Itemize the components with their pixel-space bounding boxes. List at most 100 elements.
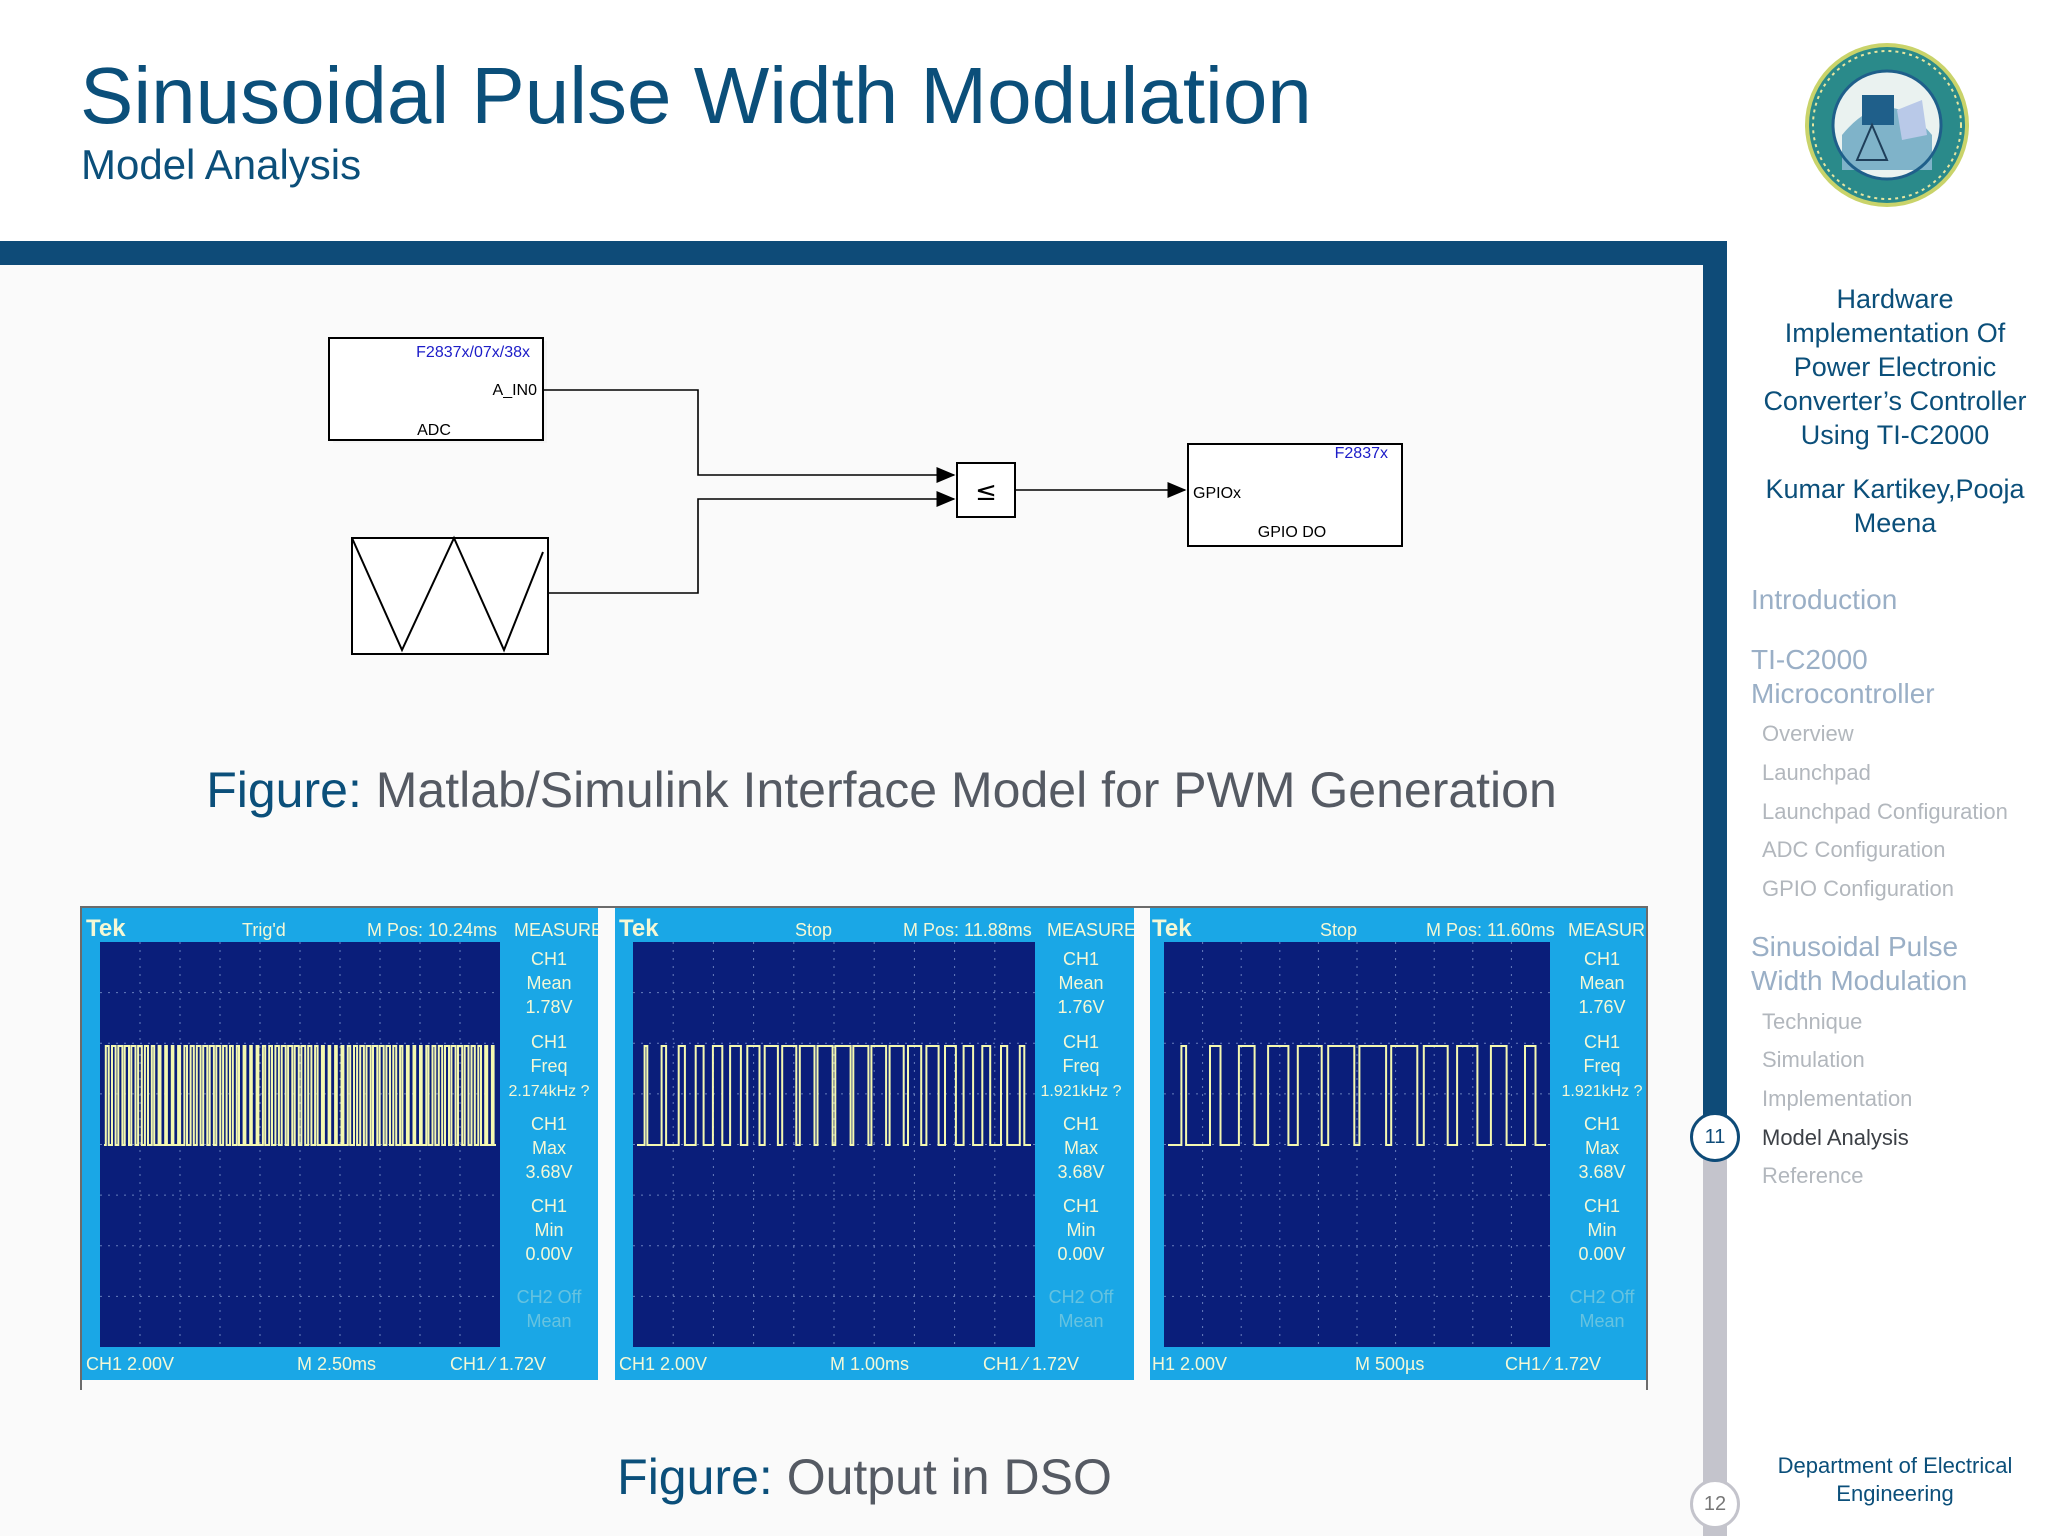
measure-2-type: Freq: [530, 1056, 567, 1076]
measure-1-ch: CH1: [1584, 949, 1620, 969]
scope-timebase: M 2.50ms: [297, 1354, 376, 1374]
measure-5-type: Mean: [1579, 1311, 1624, 1331]
figure-caption-simulink: Figure: Matlab/Simulink Interface Model …: [80, 765, 1683, 815]
nav-item-adc-configuration[interactable]: ADC Configuration: [1762, 837, 1946, 862]
measure-5-type: Mean: [1058, 1311, 1103, 1331]
measure-3-type: Max: [1585, 1138, 1619, 1158]
gpio-port-label: GPIOx: [1193, 485, 1241, 502]
caption-text: Output in DSO: [786, 1449, 1112, 1505]
adc-block[interactable]: F2837x/07x/38x A_IN0 ADC: [328, 337, 547, 443]
scope-state: Trig'd: [242, 920, 286, 940]
nav-item-overview[interactable]: Overview: [1762, 721, 1854, 746]
presentation-title: Hardware Implementation Of Power Electro…: [1763, 284, 2027, 450]
measure-3-type: Max: [1064, 1138, 1098, 1158]
scope-channel-scale: CH1 2.00V: [619, 1354, 707, 1374]
slide-subtitle: Model Analysis: [81, 141, 362, 188]
scope-trigger: CH1 ⁄ 1.72V: [450, 1354, 546, 1374]
figure-caption-dso: Figure: Output in DSO: [300, 1452, 1429, 1502]
dso-screenshot-2: Tek Stop M Pos: 11.88ms MEASURE CH1 Mean…: [615, 908, 1134, 1380]
scope-state: Stop: [795, 920, 832, 940]
scope-brand: Tek: [86, 915, 126, 942]
measure-2-value: 2.174kHz ?: [509, 1083, 590, 1100]
slide-title: Sinusoidal Pulse Width Modulation: [80, 51, 1312, 140]
scope-mpos: M Pos: 10.24ms: [367, 920, 497, 940]
measure-2-ch: CH1: [531, 1032, 567, 1052]
compare-block[interactable]: ≤: [956, 462, 1016, 518]
pwm-trace: [1168, 1045, 1546, 1146]
nav-section-spwm[interactable]: Sinusoidal Pulse Width Modulation: [1751, 931, 1968, 996]
institute-seal-icon: [1805, 43, 1969, 207]
pwm-trace: [104, 1045, 496, 1146]
scope-state: Stop: [1320, 920, 1357, 940]
carrier-signal-line: [548, 491, 956, 594]
measure-3-ch: CH1: [1584, 1114, 1620, 1134]
nav-item-launchpad[interactable]: Launchpad: [1762, 760, 1871, 785]
carrier-block[interactable]: [351, 535, 549, 655]
scope-mpos: M Pos: 11.60ms: [1426, 920, 1555, 940]
measure-1-type: Mean: [1579, 973, 1624, 993]
measure-5-type: Mean: [526, 1311, 571, 1331]
scope-channel-scale: CH1 2.00V: [86, 1354, 174, 1374]
measure-1-type: Mean: [526, 973, 571, 993]
measure-1-value: 1.78V: [525, 997, 572, 1017]
nav-item-technique[interactable]: Technique: [1762, 1009, 1863, 1034]
nav-item-implementation[interactable]: Implementation: [1762, 1086, 1913, 1111]
measure-5-ch: CH2 Off: [1049, 1287, 1115, 1307]
presentation-authors: Kumar Kartikey,Pooja Meena: [1765, 474, 2025, 538]
scope-frame-right: [1646, 906, 1648, 1390]
scope-brand: Tek: [1152, 915, 1192, 942]
measure-5-ch: CH2 Off: [1570, 1287, 1636, 1307]
measure-1-ch: CH1: [1063, 949, 1099, 969]
caption-label: Figure:: [617, 1449, 773, 1505]
measure-4-value: 0.00V: [1578, 1244, 1625, 1264]
measure-4-value: 0.00V: [525, 1244, 572, 1264]
nav-item-launchpad-configuration[interactable]: Launchpad Configuration: [1762, 799, 2008, 824]
measure-3-value: 3.68V: [1057, 1162, 1104, 1182]
measure-1-ch: CH1: [531, 949, 567, 969]
measure-4-ch: CH1: [1584, 1196, 1620, 1216]
measure-4-type: Min: [1066, 1220, 1095, 1240]
nav-section-ti-c2000[interactable]: TI-C2000 Microcontroller: [1751, 644, 1935, 709]
measure-3-ch: CH1: [1063, 1114, 1099, 1134]
measure-2-type: Freq: [1062, 1056, 1099, 1076]
next-page-indicator[interactable]: 12: [1690, 1479, 1740, 1529]
scope-timebase: M 1.00ms: [830, 1354, 909, 1374]
progress-rail: [1703, 241, 1727, 1536]
nav-section-introduction[interactable]: Introduction: [1751, 584, 1898, 615]
scope-brand: Tek: [619, 915, 659, 942]
gpio-name-label: GPIO DO: [1258, 524, 1326, 541]
adc-port-label: A_IN0: [493, 382, 538, 399]
navigation-sidebar: Hardware Implementation Of Power Electro…: [1745, 0, 2045, 1536]
gpio-block[interactable]: F2837x GPIOx GPIO DO: [1187, 443, 1403, 547]
scope-measure: MEASURE: [1568, 920, 1646, 940]
measure-2-value: 1.921kHz ?: [1041, 1083, 1122, 1100]
scope-channel-scale: H1 2.00V: [1152, 1354, 1227, 1374]
scope-frame-left: [80, 906, 82, 1390]
nav-item-model-analysis[interactable]: Model Analysis: [1762, 1125, 1909, 1150]
header-divider-bar: [0, 241, 1727, 265]
scope-timebase: M 500µs: [1355, 1354, 1424, 1374]
measure-4-type: Min: [1587, 1220, 1616, 1240]
nav-item-reference[interactable]: Reference: [1762, 1163, 1864, 1188]
nav-item-simulation[interactable]: Simulation: [1762, 1047, 1865, 1072]
measure-2-value: 1.921kHz ?: [1562, 1083, 1643, 1100]
measure-5-ch: CH2 Off: [517, 1287, 583, 1307]
caption-label: Figure:: [206, 762, 362, 818]
scope-frame-top: [80, 906, 1648, 908]
measure-3-value: 3.68V: [1578, 1162, 1625, 1182]
nav-item-gpio-configuration[interactable]: GPIO Configuration: [1762, 876, 1954, 901]
measure-4-type: Min: [534, 1220, 563, 1240]
scope-measure: MEASURE: [514, 920, 598, 940]
measure-1-value: 1.76V: [1057, 997, 1104, 1017]
caption-text: Matlab/Simulink Interface Model for PWM …: [375, 762, 1557, 818]
current-page-indicator[interactable]: 11: [1690, 1112, 1740, 1162]
measure-3-value: 3.68V: [525, 1162, 572, 1182]
measure-3-ch: CH1: [531, 1114, 567, 1134]
department-label: Department of Electrical Engineering: [1777, 1453, 2013, 1506]
pwm-trace: [637, 1045, 1031, 1146]
measure-2-ch: CH1: [1584, 1032, 1620, 1052]
dso-screenshot-3: Tek Stop M Pos: 11.60ms MEASURE CH1 Mean…: [1150, 908, 1646, 1380]
gpio-device-label: F2837x: [1335, 445, 1388, 462]
adc-name-label: ADC: [417, 422, 451, 439]
scope-trigger: CH1 ⁄ 1.72V: [983, 1354, 1079, 1374]
